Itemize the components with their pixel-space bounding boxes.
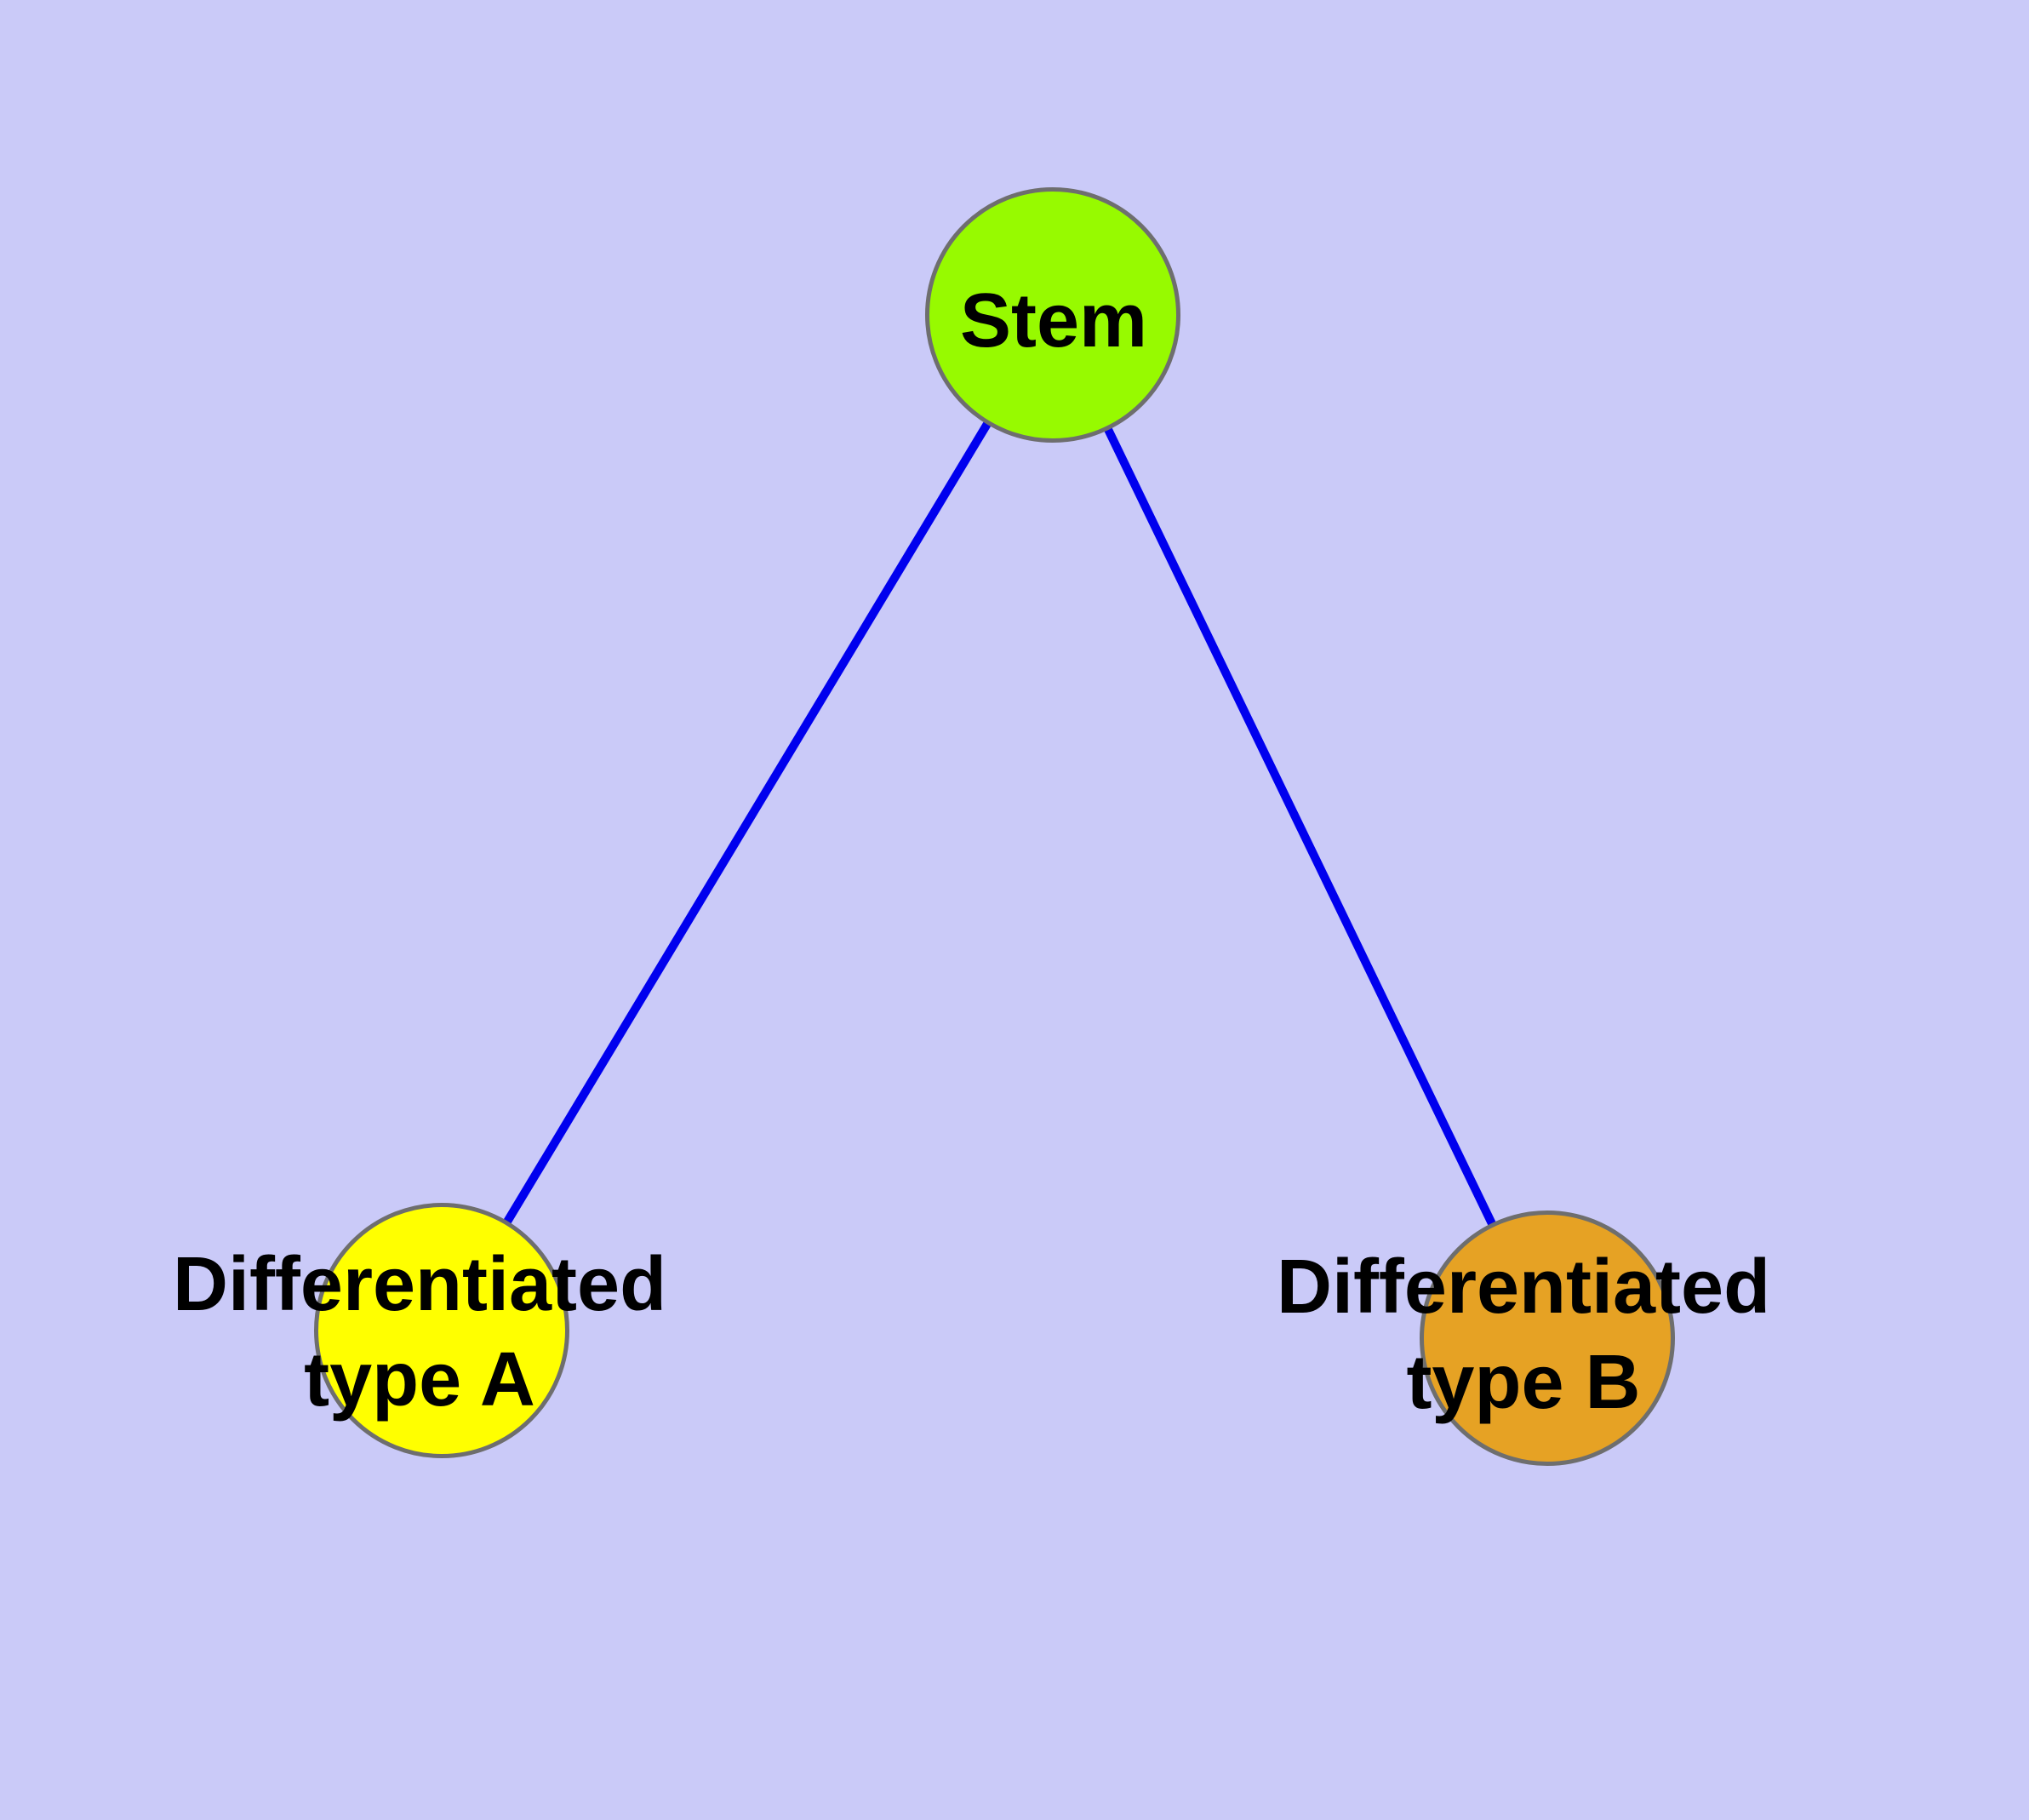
node-differentiated-type-b-circle: [1420, 1210, 1675, 1466]
node-type-a-label-line-2: type A: [304, 1337, 535, 1422]
node-differentiated-type-a-circle: [314, 1203, 569, 1458]
node-type-a-label-line-1: Differentiated: [172, 1242, 667, 1327]
node-type-b-label-line-1: Differentiated: [1276, 1245, 1771, 1330]
node-differentiated-type-b-label: Differentiated type B: [1277, 1239, 1770, 1430]
node-type-b-label-line-2: type B: [1406, 1340, 1641, 1425]
node-stem-circle: [925, 187, 1180, 443]
node-differentiated-type-a-label: Differentiated type A: [173, 1237, 666, 1428]
edge-stem-to-type-a: [437, 312, 1057, 1333]
node-stem-label: Stem: [960, 273, 1147, 369]
node-stem-label-line: Stem: [959, 278, 1148, 363]
edge-stem-to-type-b: [1049, 312, 1552, 1341]
